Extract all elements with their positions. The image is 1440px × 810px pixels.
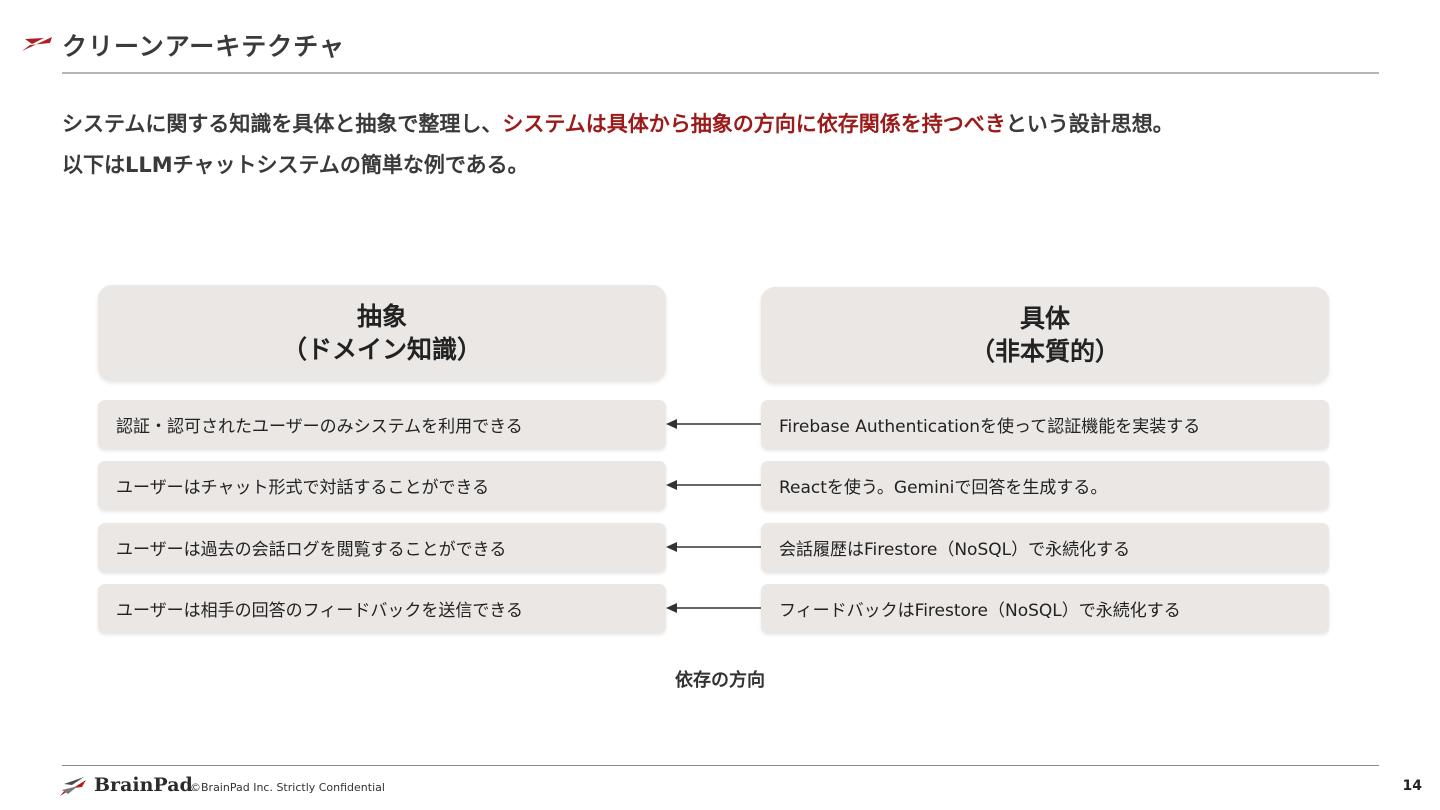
dependency-arrow bbox=[666, 419, 761, 429]
page-title: クリーンアーキテクチャ bbox=[62, 32, 346, 61]
dependency-arrow bbox=[666, 603, 761, 613]
dependency-direction-label: 依存の方向 bbox=[675, 670, 765, 691]
footer-divider bbox=[62, 765, 1379, 766]
title-divider bbox=[62, 72, 1379, 74]
lead-highlight: システムは具体から抽象の方向に依存関係を持つべき bbox=[502, 112, 1006, 136]
concrete-item: 会話履歴はFirestore（NoSQL）で永続化する bbox=[761, 523, 1329, 572]
abstract-header-title: 抽象 bbox=[356, 302, 407, 331]
abstract-item: ユーザーは相手の回答のフィードバックを送信できる bbox=[98, 584, 666, 633]
abstract-header-subtitle: （ドメイン知識） bbox=[281, 335, 482, 364]
abstract-header: 抽象 （ドメイン知識） bbox=[98, 285, 666, 381]
concrete-header-subtitle: （非本質的） bbox=[969, 337, 1120, 366]
brand-mark-icon bbox=[22, 37, 52, 51]
concrete-item: Reactを使う。Geminiで回答を生成する。 bbox=[761, 461, 1329, 510]
brainpad-logo: BrainPad bbox=[94, 774, 193, 796]
copyright-notice: ©BrainPad Inc. Strictly Confidential bbox=[190, 781, 385, 794]
dependency-arrow bbox=[666, 542, 761, 552]
concrete-header: 具体 （非本質的） bbox=[761, 287, 1329, 383]
lead-line2: 以下はLLMチャットシステムの簡単な例である。 bbox=[62, 153, 529, 177]
page-number: 14 bbox=[1402, 778, 1422, 794]
brainpad-logo-icon bbox=[60, 777, 86, 796]
abstract-item: ユーザーはチャット形式で対話することができる bbox=[98, 461, 666, 510]
lead-line1-pre: システムに関する知識を具体と抽象で整理し、 bbox=[62, 112, 503, 136]
lead-line1-post: という設計思想。 bbox=[1005, 112, 1174, 136]
dependency-arrow bbox=[666, 480, 761, 490]
abstract-item: ユーザーは過去の会話ログを閲覧することができる bbox=[98, 523, 666, 572]
abstract-item: 認証・認可されたユーザーのみシステムを利用できる bbox=[98, 400, 666, 449]
concrete-item: Firebase Authenticationを使って認証機能を実装する bbox=[761, 400, 1329, 449]
concrete-item: フィードバックはFirestore（NoSQL）で永続化する bbox=[761, 584, 1329, 633]
lead-text: システムに関する知識を具体と抽象で整理し、システムは具体から抽象の方向に依存関係… bbox=[62, 104, 1382, 186]
concrete-header-title: 具体 bbox=[1019, 304, 1070, 333]
